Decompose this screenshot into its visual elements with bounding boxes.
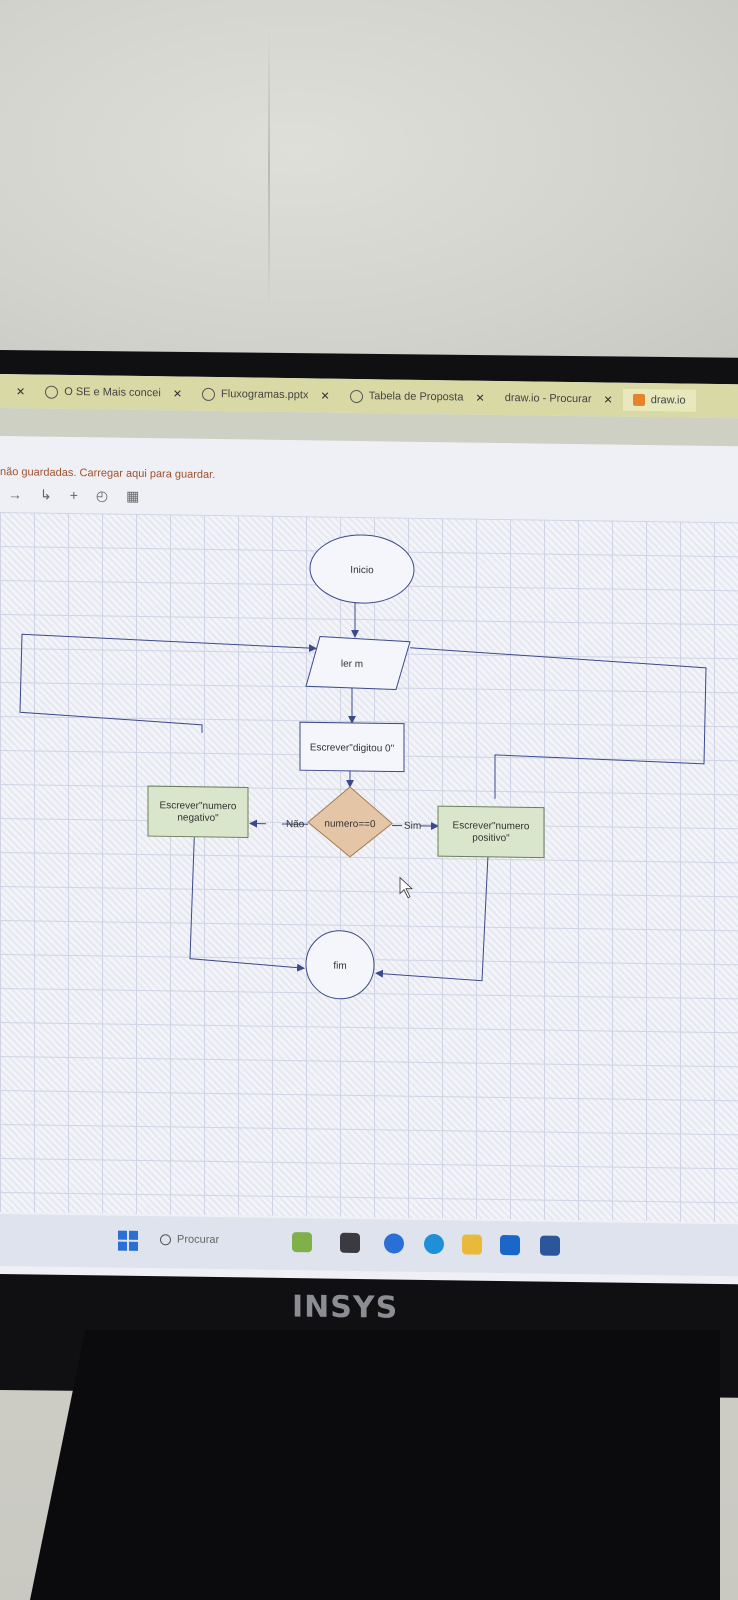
mouse-cursor-icon xyxy=(399,876,414,899)
windows-start-icon[interactable] xyxy=(118,1230,138,1251)
shapes-icon[interactable]: ◴ xyxy=(95,487,109,504)
negative-label-line2: negativo" xyxy=(177,812,219,824)
edge-icon[interactable] xyxy=(384,1233,404,1254)
unsaved-changes-notice[interactable]: não guardadas. Carregar aqui para guarda… xyxy=(0,466,216,482)
start-terminator[interactable] xyxy=(309,534,415,604)
connector-loop-left[interactable] xyxy=(19,633,317,734)
tab-fluxogramas[interactable]: Fluxogramas.pptx ✕ xyxy=(192,383,340,407)
tab-close-prev[interactable]: ✕ xyxy=(0,380,35,402)
yes-branch-label: Sim xyxy=(404,821,421,832)
taskbar-search-label: Procurar xyxy=(177,1233,220,1247)
negative-box[interactable] xyxy=(147,785,249,838)
globe-icon xyxy=(349,389,363,403)
tab-drawio[interactable]: draw.io xyxy=(622,388,696,412)
windows-taskbar: Procurar xyxy=(0,1214,738,1277)
positive-label-line2: positivo" xyxy=(472,833,510,845)
table-icon[interactable]: ▦ xyxy=(126,487,140,504)
tab-label: O SE e Mais concei xyxy=(64,385,161,400)
globe-icon xyxy=(202,387,216,401)
negative-label-line1: Escrever"numero xyxy=(160,800,237,812)
monitor-screen: ✕ O SE e Mais concei ✕ Fluxogramas.pptx … xyxy=(0,374,738,1285)
tab-label: Tabela de Proposta xyxy=(368,390,464,404)
close-icon[interactable]: ✕ xyxy=(320,389,330,403)
decision-label: numero==0 xyxy=(324,819,376,831)
close-icon[interactable]: ✕ xyxy=(172,387,183,401)
globe-icon xyxy=(45,385,59,399)
word-icon[interactable] xyxy=(540,1235,560,1256)
no-branch-label: Não xyxy=(286,819,305,830)
flowchart: Inicio ler m Escrever"digitou 0" numero=… xyxy=(19,534,707,1000)
output-box[interactable] xyxy=(299,721,405,773)
monitor-brand-logo: INSYS xyxy=(292,1289,399,1326)
editor-toolbar: → ↳ + ◴ ▦ xyxy=(8,486,139,505)
arrow-right-icon[interactable]: → xyxy=(8,486,22,503)
output-label: Escrever"digitou 0" xyxy=(310,742,395,754)
browser-icon[interactable] xyxy=(424,1233,444,1255)
end-terminator[interactable] xyxy=(305,930,375,1000)
file-explorer-icon[interactable] xyxy=(462,1234,482,1255)
connector-negative-end[interactable] xyxy=(189,816,305,972)
tab-label: draw.io - Procurar xyxy=(504,392,592,406)
decision-diamond[interactable] xyxy=(307,786,393,858)
monitor-stand xyxy=(30,1330,720,1600)
drawio-icon xyxy=(632,393,645,407)
tab-drawio-search[interactable]: draw.io - Procurar ✕ xyxy=(495,387,623,411)
input-parallelogram[interactable] xyxy=(305,635,411,691)
store-icon[interactable] xyxy=(500,1234,520,1256)
search-icon xyxy=(160,1233,171,1245)
connector-positive-end[interactable] xyxy=(375,853,489,982)
widgets-icon[interactable] xyxy=(292,1232,312,1253)
tab-ose[interactable]: O SE e Mais concei ✕ xyxy=(35,380,192,404)
wall-crack xyxy=(268,30,270,310)
connector-loop-right[interactable] xyxy=(409,647,707,802)
tab-label: Fluxogramas.pptx xyxy=(221,388,309,402)
wall-background xyxy=(0,0,738,372)
taskbar-search[interactable]: Procurar xyxy=(160,1233,219,1246)
start-label: Inicio xyxy=(350,565,374,576)
connectors xyxy=(19,602,707,982)
input-label: ler m xyxy=(341,659,363,670)
positive-label-line1: Escrever"numero xyxy=(453,820,530,832)
end-label: fim xyxy=(333,961,346,972)
task-view-icon[interactable] xyxy=(340,1232,360,1254)
close-icon[interactable]: ✕ xyxy=(16,385,26,398)
diagram-canvas[interactable]: Inicio ler m Escrever"digitou 0" numero=… xyxy=(0,512,738,1223)
positive-box[interactable] xyxy=(437,805,545,859)
tab-label: draw.io xyxy=(650,394,686,407)
close-icon[interactable]: ✕ xyxy=(603,393,613,407)
add-icon[interactable]: + xyxy=(69,486,78,504)
tab-tabela[interactable]: Tabela de Proposta ✕ xyxy=(340,385,495,409)
waypoint-icon[interactable]: ↳ xyxy=(40,486,52,503)
close-icon[interactable]: ✕ xyxy=(475,392,485,405)
